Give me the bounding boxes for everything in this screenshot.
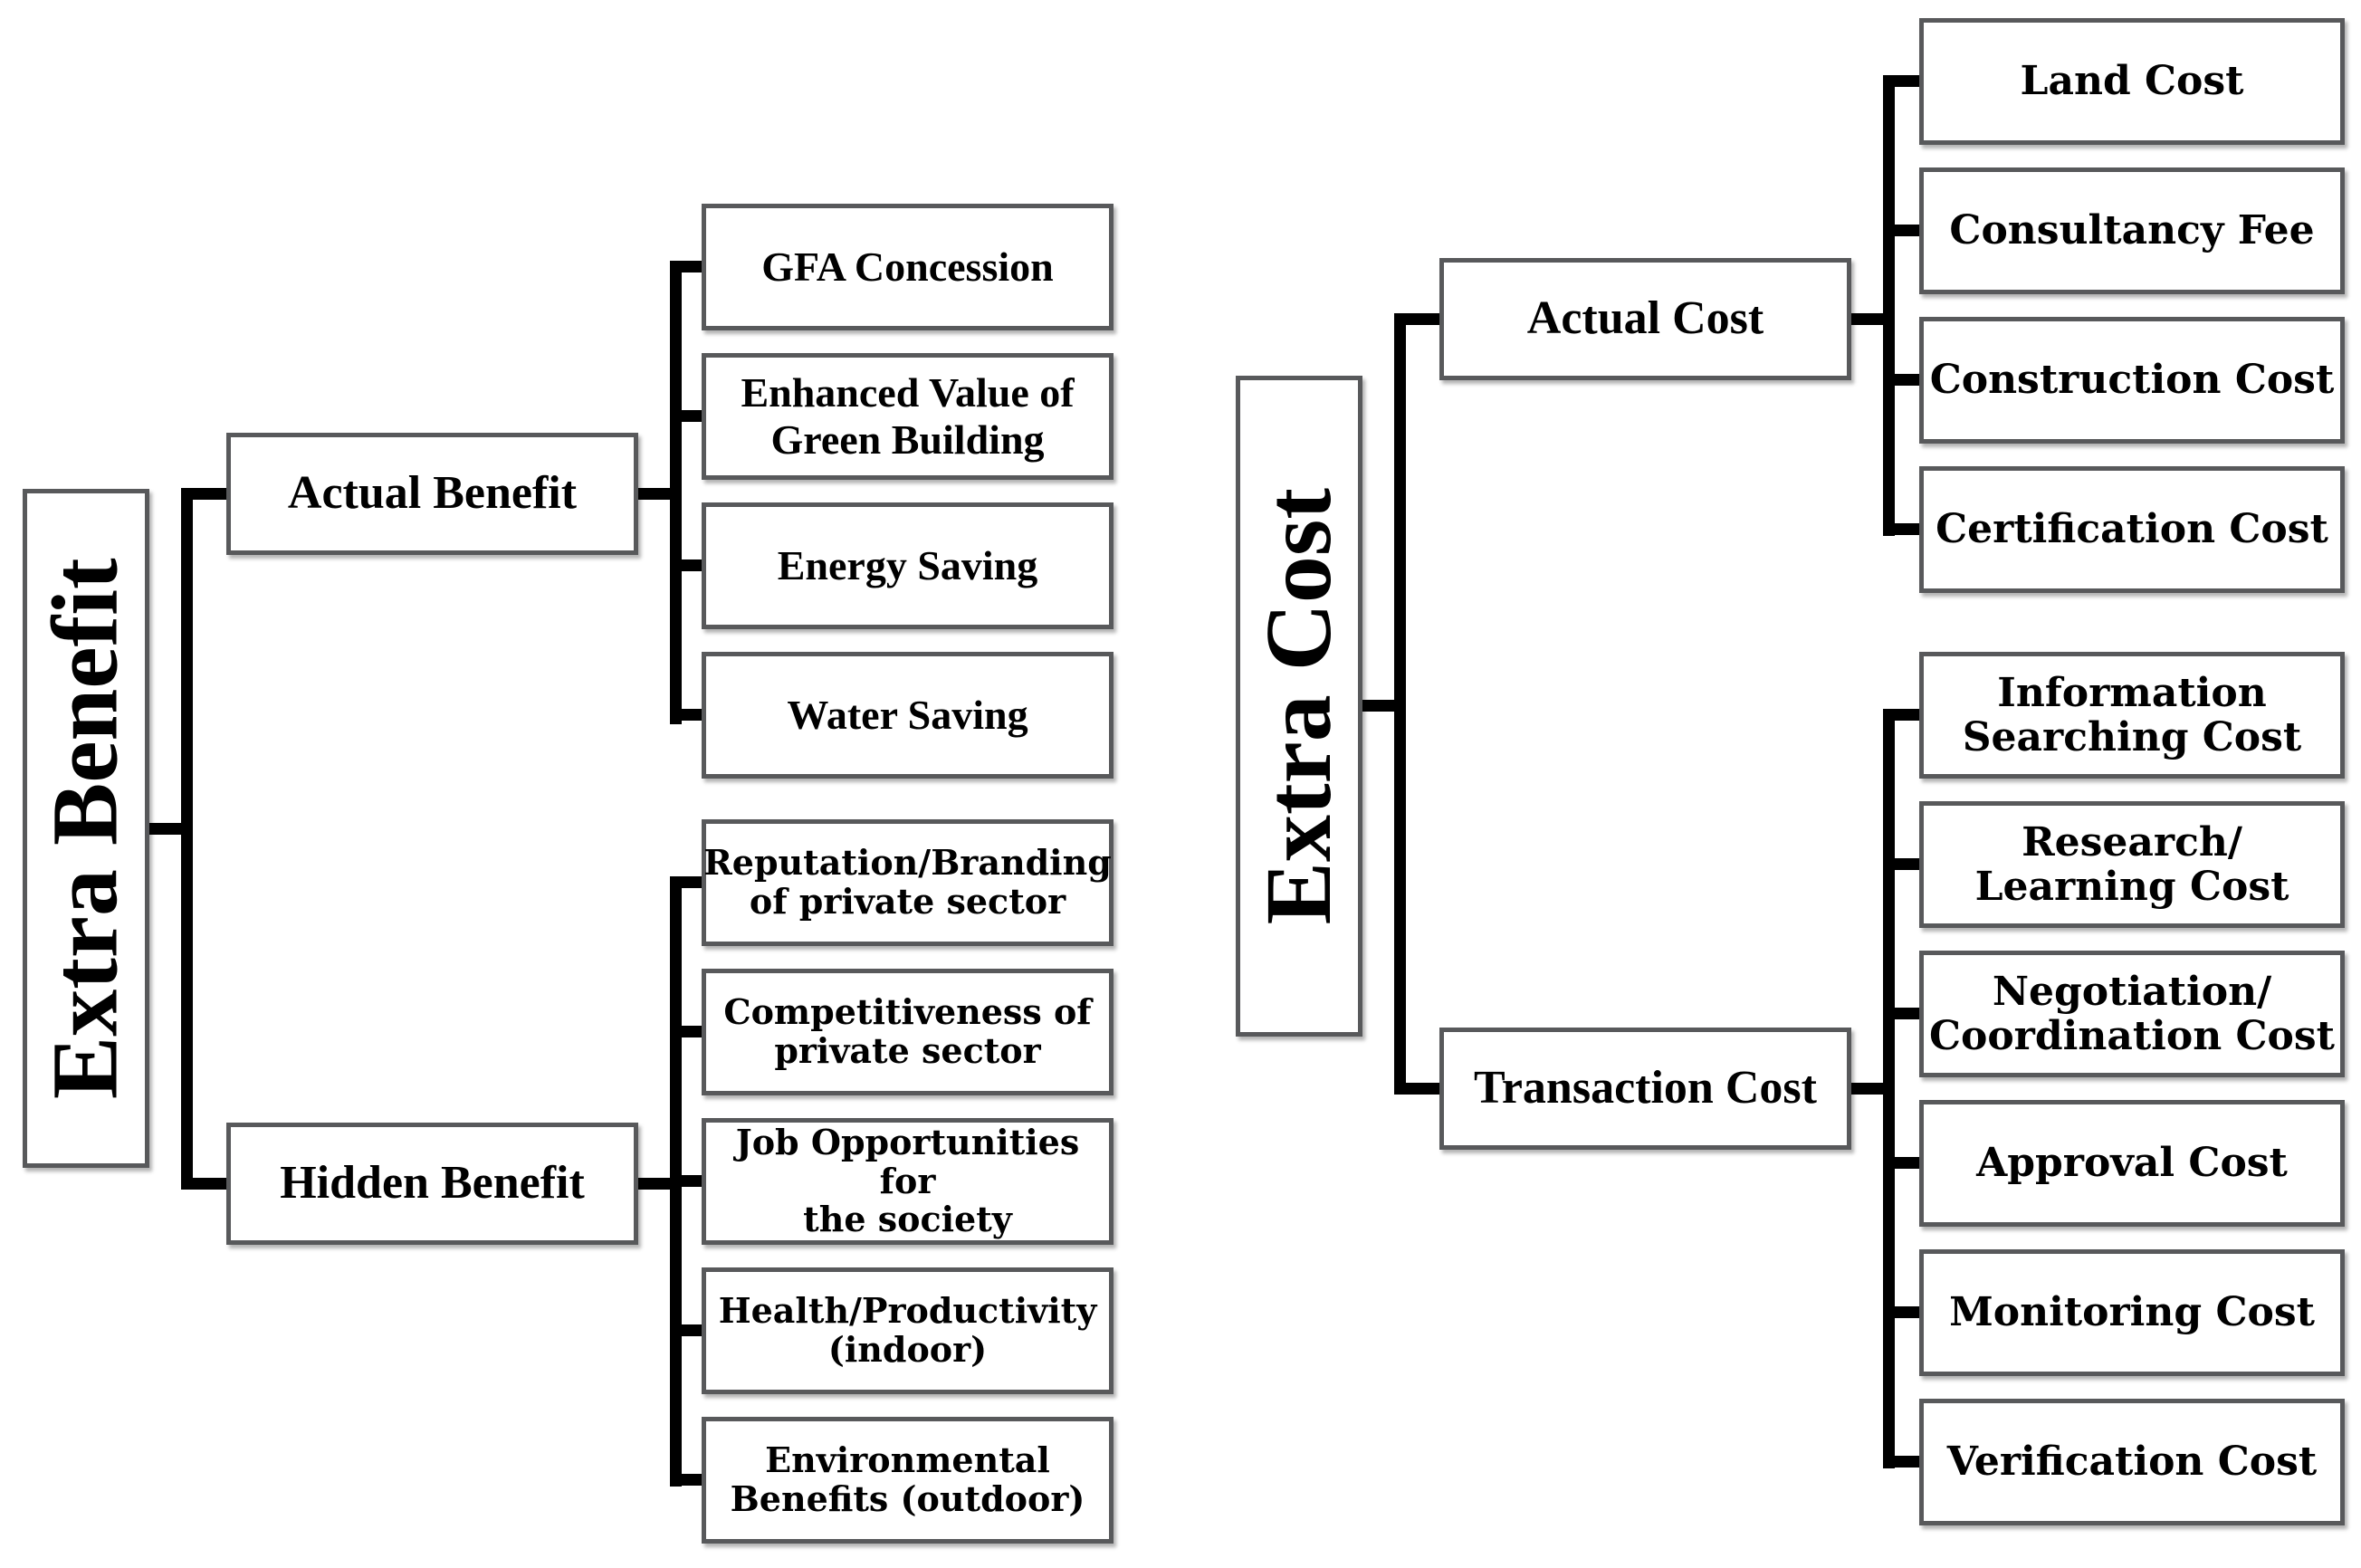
actual-benefit-box: Actual Benefit (226, 433, 638, 555)
extra-benefit-root-label: Extra Benefit (33, 558, 138, 1099)
connector-line (1895, 1008, 1919, 1019)
leaf-label: Negotiation/ Coordination Cost (1928, 968, 2336, 1059)
connector-line (1851, 1083, 1883, 1095)
connector-line (682, 876, 702, 888)
connector-line (682, 1175, 702, 1187)
connector-line (1895, 709, 1919, 721)
connector-line (1895, 75, 1919, 87)
leaf-label: Monitoring Cost (1949, 1289, 2315, 1336)
leaf-label: Competitiveness of private sector (723, 991, 1092, 1071)
extra-cost-root-box: Extra Cost (1236, 376, 1362, 1037)
leaf-approval-cost: Approval Cost (1919, 1100, 2345, 1227)
leaf-competitiveness: Competitiveness of private sector (702, 969, 1114, 1095)
leaf-label: Water Saving (787, 692, 1028, 739)
leaf-gfa-concession: GFA Concession (702, 204, 1114, 330)
leaf-water-saving: Water Saving (702, 652, 1114, 779)
transaction-cost-label: Transaction Cost (1474, 1062, 1817, 1114)
connector-line (1895, 374, 1919, 386)
connector-line (670, 876, 682, 1487)
leaf-certification-cost: Certification Cost (1919, 466, 2345, 593)
hidden-benefit-label: Hidden Benefit (280, 1157, 585, 1209)
connector-line (181, 488, 193, 1190)
connector-line (638, 488, 670, 500)
leaf-label: Verification Cost (1946, 1439, 2318, 1486)
leaf-construction-cost: Construction Cost (1919, 317, 2345, 444)
connector-line (193, 488, 226, 500)
leaf-label: Environmental Benefits (outdoor) (730, 1439, 1085, 1519)
connector-line (670, 261, 682, 724)
leaf-label: Consultancy Fee (1949, 207, 2315, 254)
connector-line (682, 1474, 702, 1486)
connector-line (1895, 1306, 1919, 1318)
connector-line (682, 1026, 702, 1037)
leaf-monitoring-cost: Monitoring Cost (1919, 1249, 2345, 1376)
leaf-label: Construction Cost (1929, 357, 2335, 404)
connector-line (1851, 313, 1883, 325)
leaf-land-cost: Land Cost (1919, 18, 2345, 145)
hidden-benefit-box: Hidden Benefit (226, 1123, 638, 1245)
connector-line (1394, 313, 1406, 1095)
leaf-label: Enhanced Value of Green Building (741, 369, 1075, 463)
connector-line (682, 261, 702, 272)
leaf-reputation-branding: Reputation/Branding of private sector (702, 819, 1114, 946)
actual-benefit-label: Actual Benefit (287, 467, 578, 520)
connector-line (1406, 1083, 1439, 1095)
leaf-negotiation-coordination-cost: Negotiation/ Coordination Cost (1919, 951, 2345, 1077)
leaf-energy-saving: Energy Saving (702, 502, 1114, 629)
extra-benefit-root-box: Extra Benefit (23, 489, 149, 1168)
connector-line (1895, 858, 1919, 870)
extra-cost-root-label: Extra Cost (1246, 487, 1351, 925)
leaf-job-opportunities: Job Opportunities for the society (702, 1118, 1114, 1245)
connector-line (1406, 313, 1439, 325)
connector-line (1883, 75, 1895, 536)
leaf-label: Land Cost (2020, 58, 2244, 105)
connector-line (1895, 225, 1919, 236)
connector-line (638, 1178, 670, 1190)
leaf-label: Energy Saving (777, 542, 1038, 589)
leaf-label: Certification Cost (1936, 506, 2328, 553)
leaf-research-learning-cost: Research/ Learning Cost (1919, 801, 2345, 928)
leaf-label: Approval Cost (1976, 1140, 2288, 1187)
leaf-information-searching-cost: Information Searching Cost (1919, 652, 2345, 779)
connector-line (682, 1324, 702, 1336)
leaf-verification-cost: Verification Cost (1919, 1399, 2345, 1525)
connector-line (193, 1178, 226, 1190)
actual-cost-box: Actual Cost (1439, 258, 1851, 380)
actual-cost-label: Actual Cost (1526, 292, 1764, 345)
connector-line (1883, 709, 1895, 1468)
transaction-cost-box: Transaction Cost (1439, 1028, 1851, 1150)
connector-line (1895, 1456, 1919, 1468)
leaf-health-productivity: Health/Productivity (indoor) (702, 1267, 1114, 1394)
leaf-label: Job Opportunities for the society (735, 1122, 1080, 1240)
leaf-label: Health/Productivity (indoor) (718, 1290, 1097, 1370)
connector-line (682, 410, 702, 422)
leaf-label: Reputation/Branding of private sector (703, 842, 1112, 922)
connector-line (682, 709, 702, 721)
connector-line (682, 559, 702, 571)
leaf-label: GFA Concession (761, 244, 1054, 291)
leaf-enhanced-value-of-green-building: Enhanced Value of Green Building (702, 353, 1114, 480)
connector-line (1895, 523, 1919, 535)
connector-line (1895, 1157, 1919, 1169)
leaf-consultancy-fee: Consultancy Fee (1919, 167, 2345, 294)
leaf-environmental-benefits: Environmental Benefits (outdoor) (702, 1417, 1114, 1544)
leaf-label: Research/ Learning Cost (1974, 818, 2289, 910)
leaf-label: Information Searching Cost (1962, 669, 2302, 760)
